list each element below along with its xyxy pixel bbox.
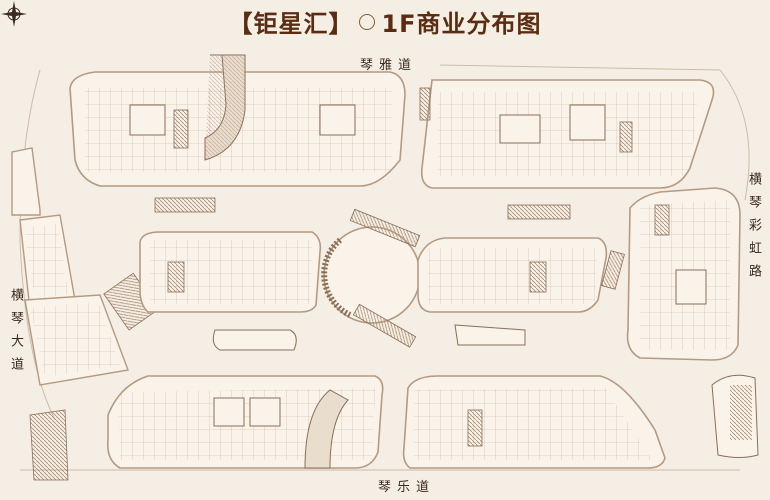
building-south-west [106,375,384,469]
pavilion-south-west [212,329,297,351]
central-ramp-south [304,389,349,469]
building-north-east [419,79,715,189]
bridge-nw [154,197,216,213]
building-west [11,147,160,386]
bridge-ne [507,204,571,220]
map-title: 【钜星汇】 1F商业分布图 [0,4,770,39]
building-middle-east [417,237,625,313]
building-middle-west [139,231,322,313]
building-east [626,187,741,361]
road-east: 横琴彩虹路 [746,172,761,287]
road-south: 琴乐道 [378,480,436,495]
road-west: 横琴大道 [8,288,23,380]
plaza-south-west [29,409,69,481]
central-ramp-north [204,54,246,161]
compass-icon [1,1,27,27]
pavilion-south-east [454,324,526,346]
road-north: 琴雅道 [360,58,418,73]
floor-heading: 1F商业分布图 [381,10,542,38]
central-rotunda [321,208,421,348]
brand-logo-icon [359,14,376,30]
building-south-east [402,375,666,469]
brand-name: 【钜星汇】 [228,10,354,38]
